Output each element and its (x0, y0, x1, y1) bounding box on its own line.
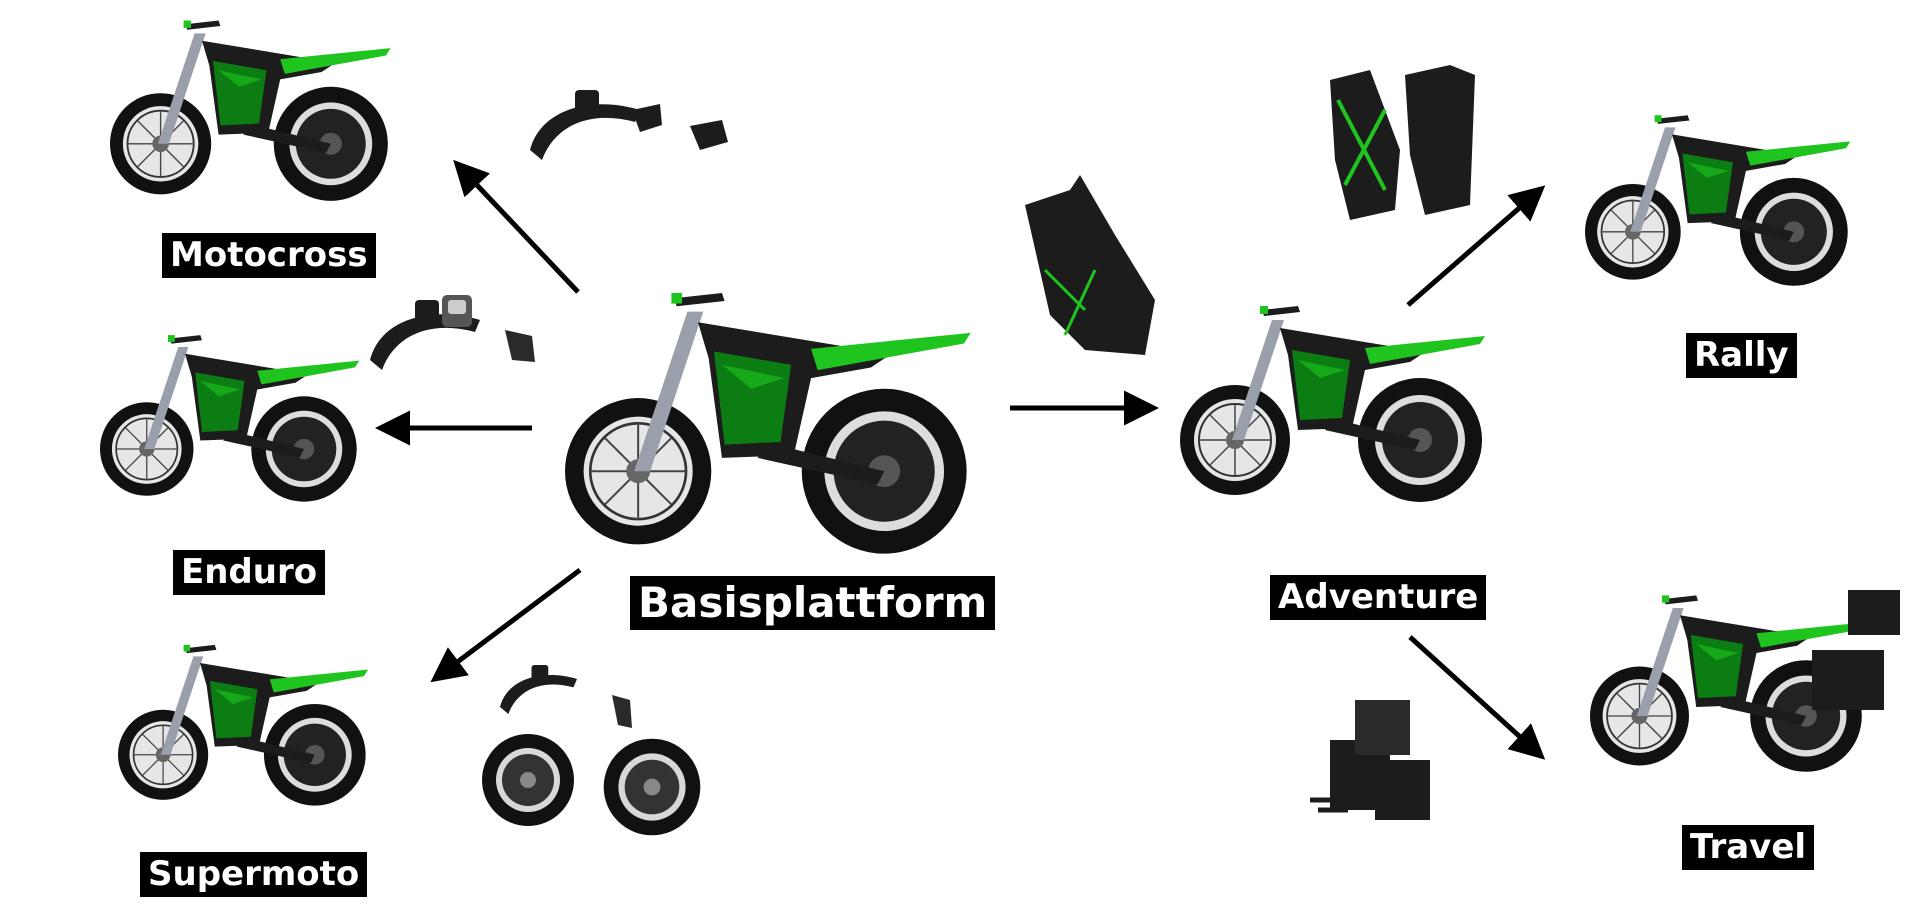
motocross-label: Motocross (162, 233, 376, 278)
rally-side-case-icon (1328, 68, 1402, 222)
arrow-to-rally (1406, 185, 1546, 307)
supermoto-front-wheel-icon (482, 734, 574, 826)
enduro-bike-icon (99, 334, 361, 503)
supermoto-label: Supermoto (140, 852, 368, 897)
travel-luggage-icon (1310, 700, 1430, 820)
motocross-number-plate-icon (632, 104, 728, 150)
supermoto-fender-icon (500, 665, 577, 714)
rally-bike-icon (1584, 114, 1852, 287)
supermoto-bike-icon (117, 644, 369, 807)
enduro-license-plate-icon (505, 330, 535, 362)
travel-label: Travel (1682, 825, 1815, 870)
arrow-to-travel (1408, 635, 1546, 760)
supermoto-rear-wheel-icon (603, 738, 701, 836)
enduro-label: Enduro (173, 550, 326, 595)
enduro-headlight-icon (442, 295, 472, 327)
adventure-bike-icon (1179, 305, 1486, 503)
motocross-fender-icon (530, 90, 640, 160)
motocross-bike-icon (109, 19, 392, 202)
arrow-to-supermoto (430, 568, 582, 683)
arrow-to-motocross (453, 159, 580, 294)
rally-label: Rally (1686, 333, 1797, 378)
supermoto-license-plate-icon (612, 695, 632, 728)
adventure-side-case-icon (1025, 175, 1155, 355)
rally-side-case-icon-2 (1405, 65, 1475, 215)
travel-topcase-icon (1812, 590, 1900, 710)
base-platform-bike-icon (563, 291, 972, 555)
basisplattform-label: Basisplattform (630, 576, 996, 631)
adventure-label: Adventure (1270, 575, 1487, 620)
